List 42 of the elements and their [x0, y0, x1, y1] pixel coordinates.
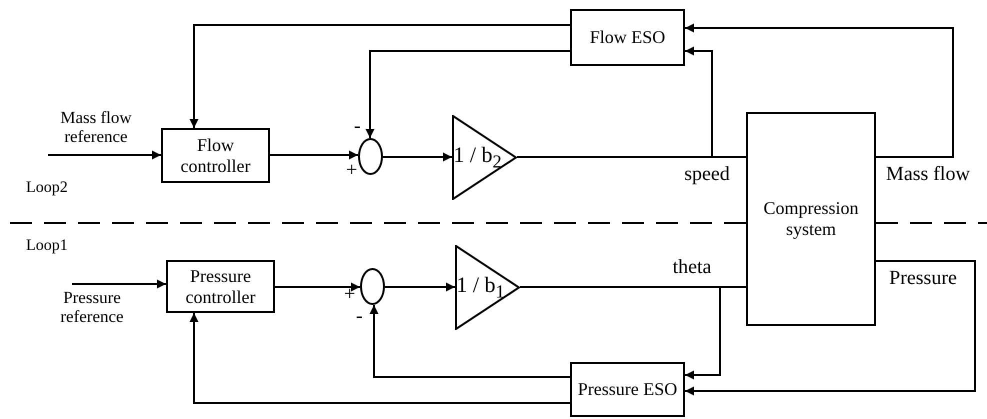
edge-label: speed: [683, 163, 731, 185]
edge-label: theta: [672, 256, 712, 278]
plus-sign: +: [346, 160, 358, 180]
node-label: Compression system: [762, 198, 860, 240]
process-box: [570, 362, 685, 417]
process-box: [746, 112, 876, 326]
summing-junction: [358, 138, 383, 175]
process-box: [166, 260, 275, 313]
loop-label: Loop1: [26, 238, 68, 254]
edge-label: Mass flow reference: [59, 109, 133, 146]
arrow: [190, 24, 570, 128]
arrow: [270, 150, 358, 160]
gain-triangle: [452, 115, 517, 200]
edge-label: Mass flow: [885, 163, 971, 185]
edge-label: Pressure: [888, 267, 958, 289]
arrow: [275, 282, 360, 292]
arrow: [385, 282, 455, 292]
arrow: [72, 280, 166, 288]
node-label: Pressure controller: [184, 266, 256, 308]
arrow: [383, 152, 452, 162]
gain-triangle: [455, 245, 520, 330]
arrow: [48, 150, 161, 160]
node-label: Flow ESO: [590, 27, 666, 48]
arrow: [517, 46, 713, 158]
node-label: 1 / b$_{2}$: [453, 142, 503, 173]
arrow: [685, 24, 954, 158]
process-box: [570, 9, 685, 66]
arrow: [366, 50, 570, 138]
process-box: [161, 128, 270, 183]
loop-label: Loop2: [26, 180, 68, 196]
arrow: [520, 286, 721, 380]
node-label: 1 / b$_{1}$: [456, 272, 506, 303]
arrow: [370, 305, 570, 378]
edge-label: Pressure reference: [59, 289, 125, 326]
summing-junction: [360, 268, 385, 305]
arrow: [190, 313, 570, 404]
node-label: Flow controller: [180, 134, 252, 176]
minus-sign: -: [356, 306, 363, 326]
arrow: [685, 260, 976, 396]
minus-sign: -: [354, 116, 361, 136]
plus-sign: +: [344, 284, 356, 304]
node-label: Pressure ESO: [578, 379, 678, 400]
